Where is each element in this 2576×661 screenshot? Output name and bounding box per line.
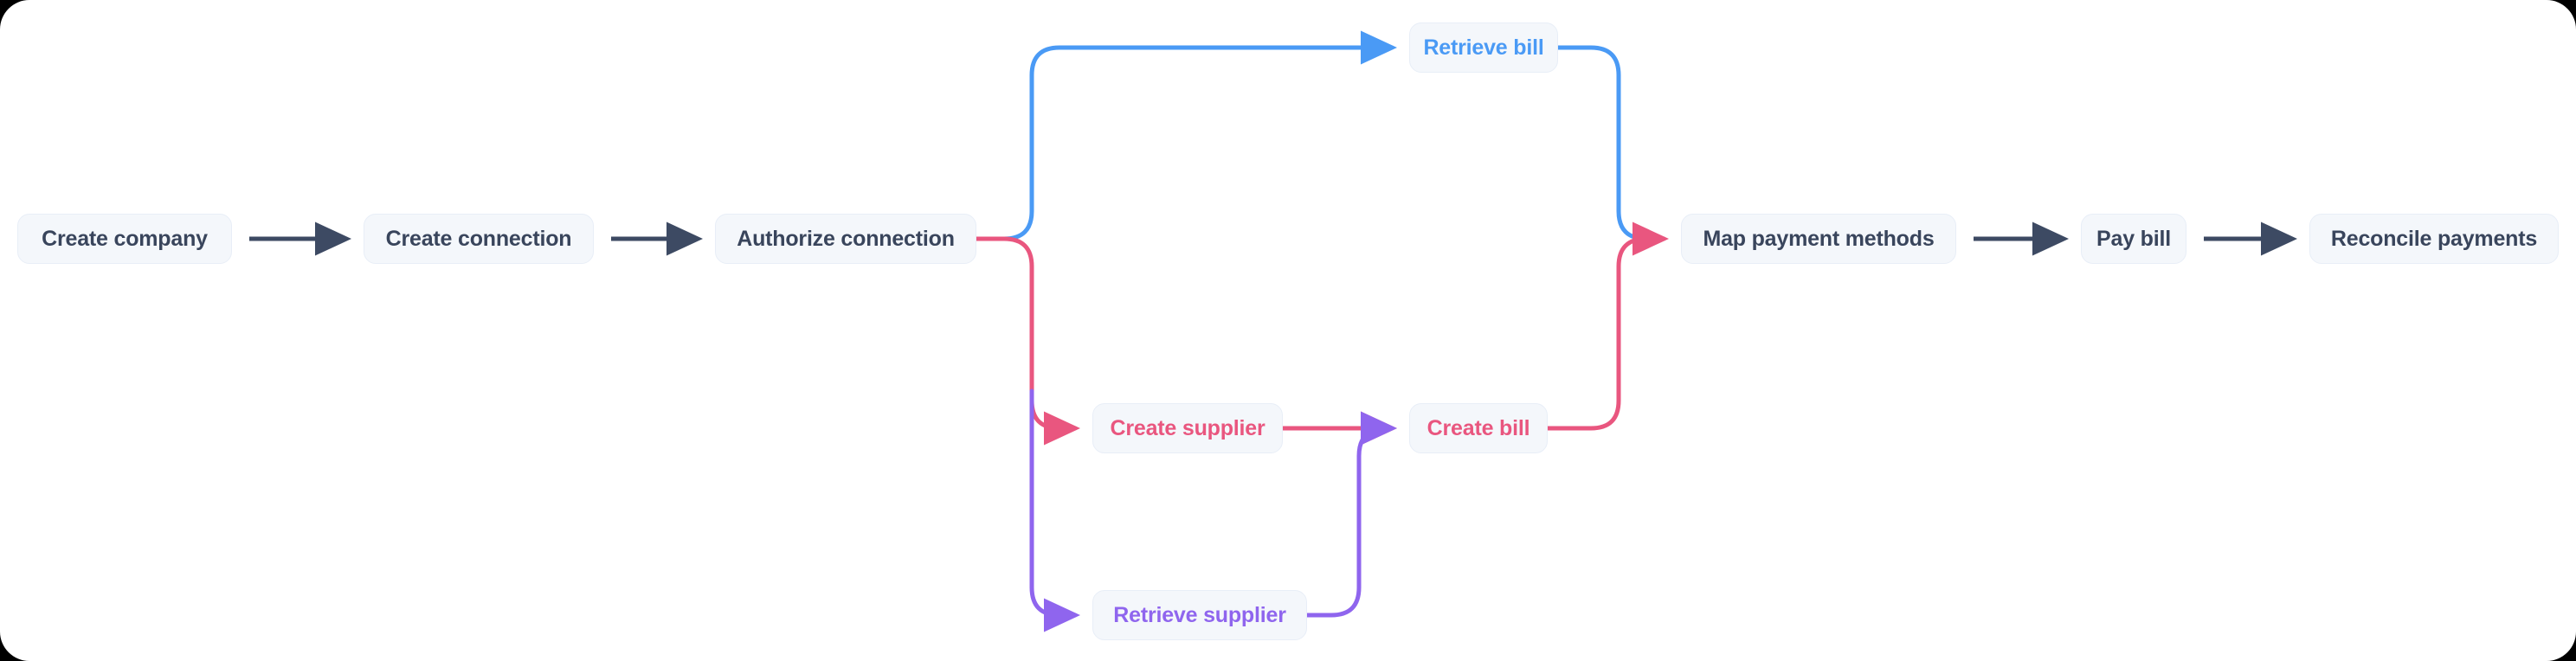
node-retrieve-supplier[interactable]: Retrieve supplier: [1092, 590, 1307, 640]
node-label: Authorize connection: [737, 226, 955, 251]
edge-authorize-to-create-supplier: [974, 236, 1081, 446]
node-pay-bill[interactable]: Pay bill: [2081, 214, 2186, 264]
edge-authorize-to-retrieve-bill: [974, 30, 1398, 241]
edge-retrieve-supplier-to-create-bill: [1304, 411, 1398, 618]
node-label: Map payment methods: [1703, 226, 1935, 251]
node-label: Retrieve supplier: [1113, 602, 1286, 627]
node-label: Create connection: [385, 226, 572, 251]
node-authorize-connection[interactable]: Authorize connection: [715, 214, 976, 264]
node-label: Create company: [42, 226, 208, 251]
edge-create-bill-to-map: [1545, 221, 1670, 431]
node-create-bill[interactable]: Create bill: [1409, 403, 1548, 453]
node-label: Retrieve bill: [1423, 35, 1544, 60]
node-label: Create bill: [1426, 415, 1530, 440]
node-reconcile-payments[interactable]: Reconcile payments: [2309, 214, 2559, 264]
node-label: Create supplier: [1110, 415, 1265, 440]
node-create-supplier[interactable]: Create supplier: [1092, 403, 1283, 453]
edge-authorize-to-retrieve-supplier: [1029, 388, 1081, 632]
node-create-connection[interactable]: Create connection: [364, 214, 594, 264]
node-create-company[interactable]: Create company: [17, 214, 232, 264]
node-label: Pay bill: [2096, 226, 2171, 251]
node-label: Reconcile payments: [2330, 226, 2538, 251]
node-map-payment-methods[interactable]: Map payment methods: [1681, 214, 1956, 264]
edge-retrieve-bill-to-map: [1555, 45, 1666, 241]
node-retrieve-bill[interactable]: Retrieve bill: [1409, 22, 1558, 73]
